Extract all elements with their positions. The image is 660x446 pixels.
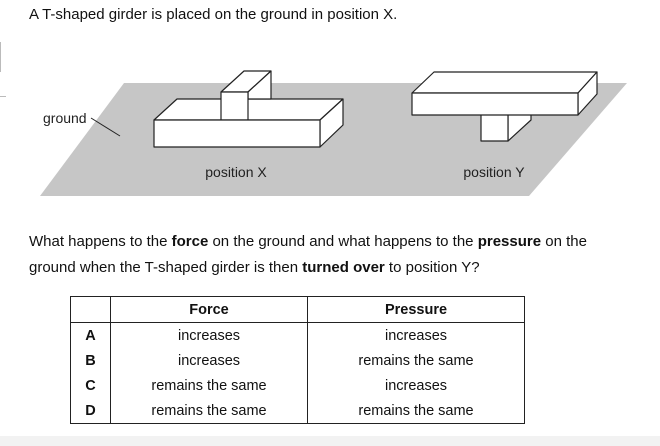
answer-table: Force Pressure A increases increases B i…	[70, 296, 525, 424]
answer-row-c[interactable]: C remains the same increases	[70, 373, 525, 398]
header-pressure: Pressure	[307, 296, 525, 323]
option-pressure: increases	[307, 373, 525, 398]
question-part: What happens to the	[29, 233, 172, 250]
option-letter: B	[70, 348, 111, 373]
option-pressure: increases	[307, 322, 525, 348]
option-pressure: remains the same	[307, 398, 525, 424]
ground-label: ground	[43, 110, 87, 126]
option-letter: C	[70, 373, 111, 398]
girder-position-y	[411, 71, 598, 142]
option-force: increases	[110, 322, 308, 348]
question-part: to position Y?	[384, 259, 480, 276]
question-text: What happens to the force on the ground …	[29, 229, 629, 281]
girder-figure: ground position X position Y	[40, 70, 627, 196]
margin-mark	[0, 42, 5, 72]
option-letter: D	[70, 398, 111, 424]
question-part: on the ground when the T-shaped girder i…	[29, 233, 587, 276]
answer-row-d[interactable]: D remains the same remains the same	[70, 398, 525, 424]
answer-row-b[interactable]: B increases remains the same	[70, 348, 525, 373]
position-x-label: position X	[205, 164, 267, 180]
answer-row-a[interactable]: A increases increases	[70, 322, 525, 348]
girder-position-x	[153, 70, 344, 148]
option-force: remains the same	[110, 398, 308, 424]
answer-table-header: Force Pressure	[70, 296, 525, 323]
question-bold-pressure: pressure	[477, 233, 542, 250]
ground-pointer-line	[90, 117, 121, 137]
position-y-label: position Y	[463, 164, 525, 180]
option-letter: A	[70, 322, 111, 348]
bottom-strip	[0, 436, 660, 446]
option-pressure: remains the same	[307, 348, 525, 373]
option-force: increases	[110, 348, 308, 373]
header-blank	[70, 296, 111, 323]
header-force: Force	[110, 296, 308, 323]
question-bold-force: force	[171, 233, 209, 250]
question-bold-turned-over: turned over	[302, 259, 385, 276]
intro-text: A T-shaped girder is placed on the groun…	[29, 6, 398, 23]
margin-mark	[0, 96, 6, 97]
question-part: on the ground and what happens to the	[208, 233, 478, 250]
option-force: remains the same	[110, 373, 308, 398]
